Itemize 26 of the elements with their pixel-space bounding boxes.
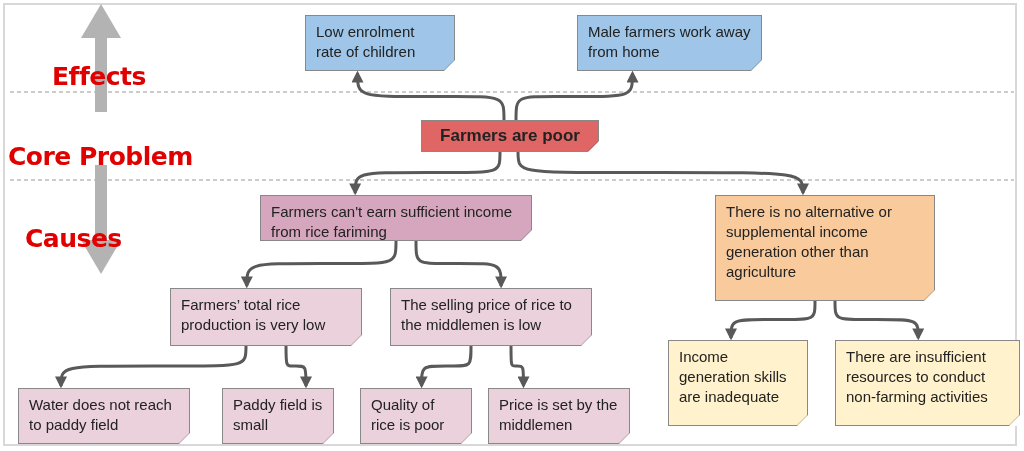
curved-arrow: [509, 346, 530, 389]
core-problem-box: Farmers are poor: [421, 120, 599, 152]
note-box: Quality of rice is poor: [360, 388, 472, 444]
curved-arrow: [349, 152, 502, 196]
note-box: Farmers can't earn sufficient income from rice fariming: [260, 195, 532, 241]
curved-arrow: [351, 70, 506, 120]
note-box: Income generation skills are inadequate: [668, 340, 808, 426]
note-box: Water does not reach to paddy field: [18, 388, 190, 444]
curved-arrow: [516, 151, 809, 196]
section-label: Causes: [25, 224, 122, 253]
curved-arrow: [833, 301, 925, 341]
note-box: Low enrolment rate of children: [305, 15, 455, 71]
note-box: Farmers’ total rice production is very low: [170, 288, 362, 346]
note-box: The selling price of rice to the middlemen is low: [390, 288, 592, 346]
curved-arrow: [284, 346, 312, 389]
curved-arrow: [240, 241, 398, 289]
section-label: Core Problem: [8, 142, 193, 171]
note-box: There is no alternative or supplemental income generation other than agriculture: [715, 195, 935, 301]
note-box: Paddy field is small: [222, 388, 334, 444]
curved-arrow: [725, 301, 817, 341]
curved-arrow: [514, 70, 639, 120]
note-box: There are insufficient resources to conduct non-farming activities: [835, 340, 1020, 426]
section-label: Effects: [52, 62, 146, 91]
note-box: Male farmers work away from home: [577, 15, 762, 71]
curved-arrow: [414, 241, 508, 289]
note-box: Price is set by the middlemen: [488, 388, 630, 444]
